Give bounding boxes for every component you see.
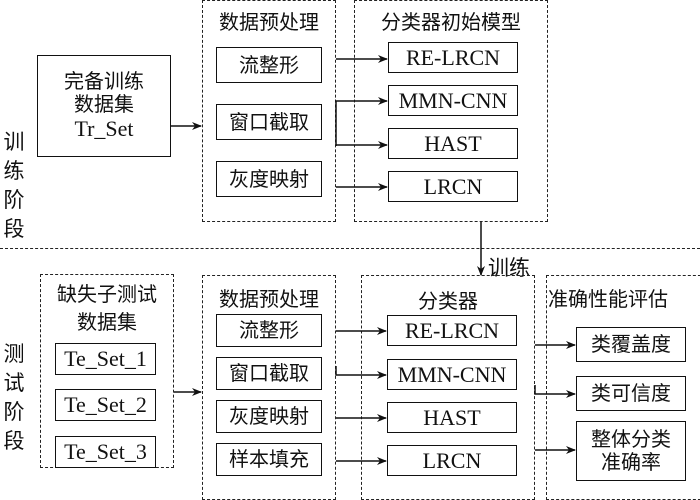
metric-overall-accuracy: 整体分类 准确率 [576, 421, 686, 481]
metric-class-credibility: 类可信度 [576, 376, 686, 411]
test-preprocess-title: 数据预处理 [219, 287, 319, 311]
train-stage-label: 训练阶段 [3, 130, 25, 241]
test-set-2: Te_Set_2 [55, 389, 156, 421]
metric-class-coverage: 类覆盖度 [576, 327, 686, 362]
classifier-lrcn: LRCN [387, 445, 517, 476]
classifier-re-lrcn: RE-LRCN [387, 315, 517, 346]
test-step-gray-mapping: 灰度映射 [216, 400, 322, 433]
test-set-1: Te_Set_1 [55, 343, 156, 375]
classifier-hast: HAST [387, 402, 517, 433]
model-lrcn: LRCN [388, 171, 518, 202]
missing-test-datasets-title: 缺失子测试 数据集 [57, 282, 157, 334]
dataset-label-line1: 完备训练 [64, 69, 144, 94]
train-arrow-label: 训练 [488, 256, 530, 280]
dataset-name: Tr_Set [74, 116, 134, 142]
initial-models-title: 分类器初始模型 [381, 10, 521, 34]
arrow-train-step2-model2 [335, 97, 388, 146]
train-step-gray-mapping: 灰度映射 [216, 161, 322, 197]
train-preprocess-title: 数据预处理 [219, 10, 319, 34]
model-hast: HAST [388, 128, 518, 159]
train-step-window-crop: 窗口截取 [216, 104, 322, 140]
train-step-flow-shaping: 流整形 [216, 47, 322, 83]
arrow-test-step2-classifier2 [335, 366, 387, 379]
dataset-label-line2: 数据集 [74, 92, 134, 117]
classifiers-title: 分类器 [418, 289, 478, 313]
classifier-mmn-cnn: MMN-CNN [387, 359, 517, 390]
model-re-lrcn: RE-LRCN [388, 42, 518, 73]
evaluation-title: 准确性能评估 [548, 287, 668, 311]
model-mmn-cnn: MMN-CNN [388, 85, 518, 116]
test-set-3: Te_Set_3 [55, 436, 156, 468]
test-step-sample-padding: 样本填充 [216, 443, 322, 476]
test-step-window-crop: 窗口截取 [216, 357, 322, 390]
test-step-flow-shaping: 流整形 [216, 314, 322, 347]
arrow-classifier-to-credibility [534, 385, 576, 398]
stage-separator [0, 248, 700, 249]
initial-models-group [354, 0, 548, 222]
test-stage-label: 测试阶段 [3, 342, 25, 453]
complete-training-dataset-box: 完备训练 数据集 Tr_Set [37, 55, 171, 157]
